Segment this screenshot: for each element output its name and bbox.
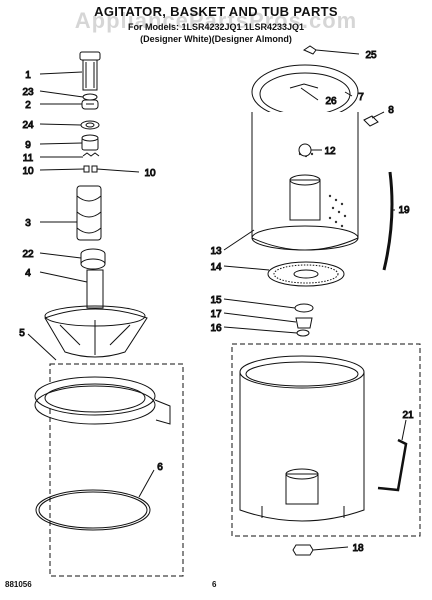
callout-6: 6 [157,462,163,473]
callout-25: 25 [365,50,377,61]
callout-5: 5 [19,328,25,339]
callout-15: 15 [210,295,222,306]
callout-2: 2 [25,100,31,111]
callout-21: 21 [402,410,414,421]
leader-lines [27,49,407,551]
callout-1: 1 [25,70,31,81]
callout-4: 4 [25,268,31,279]
document-id: 881056 [5,580,32,589]
dog-cam-part[interactable] [81,134,99,151]
callout-23: 23 [22,87,34,98]
callout-22: 22 [22,249,34,260]
callout-13: 13 [210,246,222,257]
callout-3: 3 [25,218,31,229]
spin-seal[interactable] [294,303,314,313]
callout-16: 16 [210,323,222,334]
agitator-bearing[interactable] [80,248,106,270]
model-numbers: For Models: 1LSR4232JQ1 1LSR4233JQ1 [127,22,305,32]
tub-ring[interactable] [34,376,171,425]
outer-tub-group-box [231,343,421,537]
callout-11: 11 [23,153,34,164]
hub-nut[interactable] [295,317,313,329]
page-number: 6 [212,580,217,589]
callout-8: 8 [388,105,394,116]
color-variants: (Designer White)(Designer Almond) [140,34,292,44]
callout-14: 14 [210,262,222,273]
agitator-dogs[interactable] [82,152,100,173]
callout-19: 19 [398,205,410,216]
callout-24: 24 [22,120,34,131]
callout-labels: 1 23 2 24 9 11 10 10 3 22 4 5 6 25 26 7 … [19,50,415,555]
seal-ring[interactable] [82,93,98,101]
wash-basket[interactable] [251,112,359,251]
tub-hose[interactable] [377,438,408,492]
callout-26: 26 [325,96,337,107]
callout-18: 18 [352,543,364,554]
basket-clip[interactable] [302,45,317,55]
callout-10-left: 10 [22,166,34,177]
tub-bearing[interactable] [296,329,310,337]
basket-bracket[interactable] [363,115,379,127]
callout-9: 9 [25,140,31,151]
cam-part[interactable] [81,99,99,110]
callout-12: 12 [324,146,336,157]
drain-hose[interactable] [382,171,394,271]
diagram-title: AGITATOR, BASKET AND TUB PARTS [94,4,338,19]
hub-gear[interactable] [267,261,345,287]
washer-ring[interactable] [80,120,100,130]
callout-7: 7 [358,92,364,103]
drive-nut[interactable] [298,143,312,157]
watermark: AppliancePartsPros.com [74,8,358,33]
balance-ring[interactable] [251,64,359,120]
agitator-cap[interactable] [79,51,101,91]
agitator-body[interactable] [76,185,102,241]
callout-17: 17 [210,309,222,320]
tub-ring-group-box [49,363,184,577]
tub-nut[interactable] [292,544,314,556]
agitator-base[interactable] [44,269,148,358]
outer-tub[interactable] [239,355,365,522]
tub-seal-gasket[interactable] [35,489,151,531]
callout-10-right: 10 [144,168,156,179]
